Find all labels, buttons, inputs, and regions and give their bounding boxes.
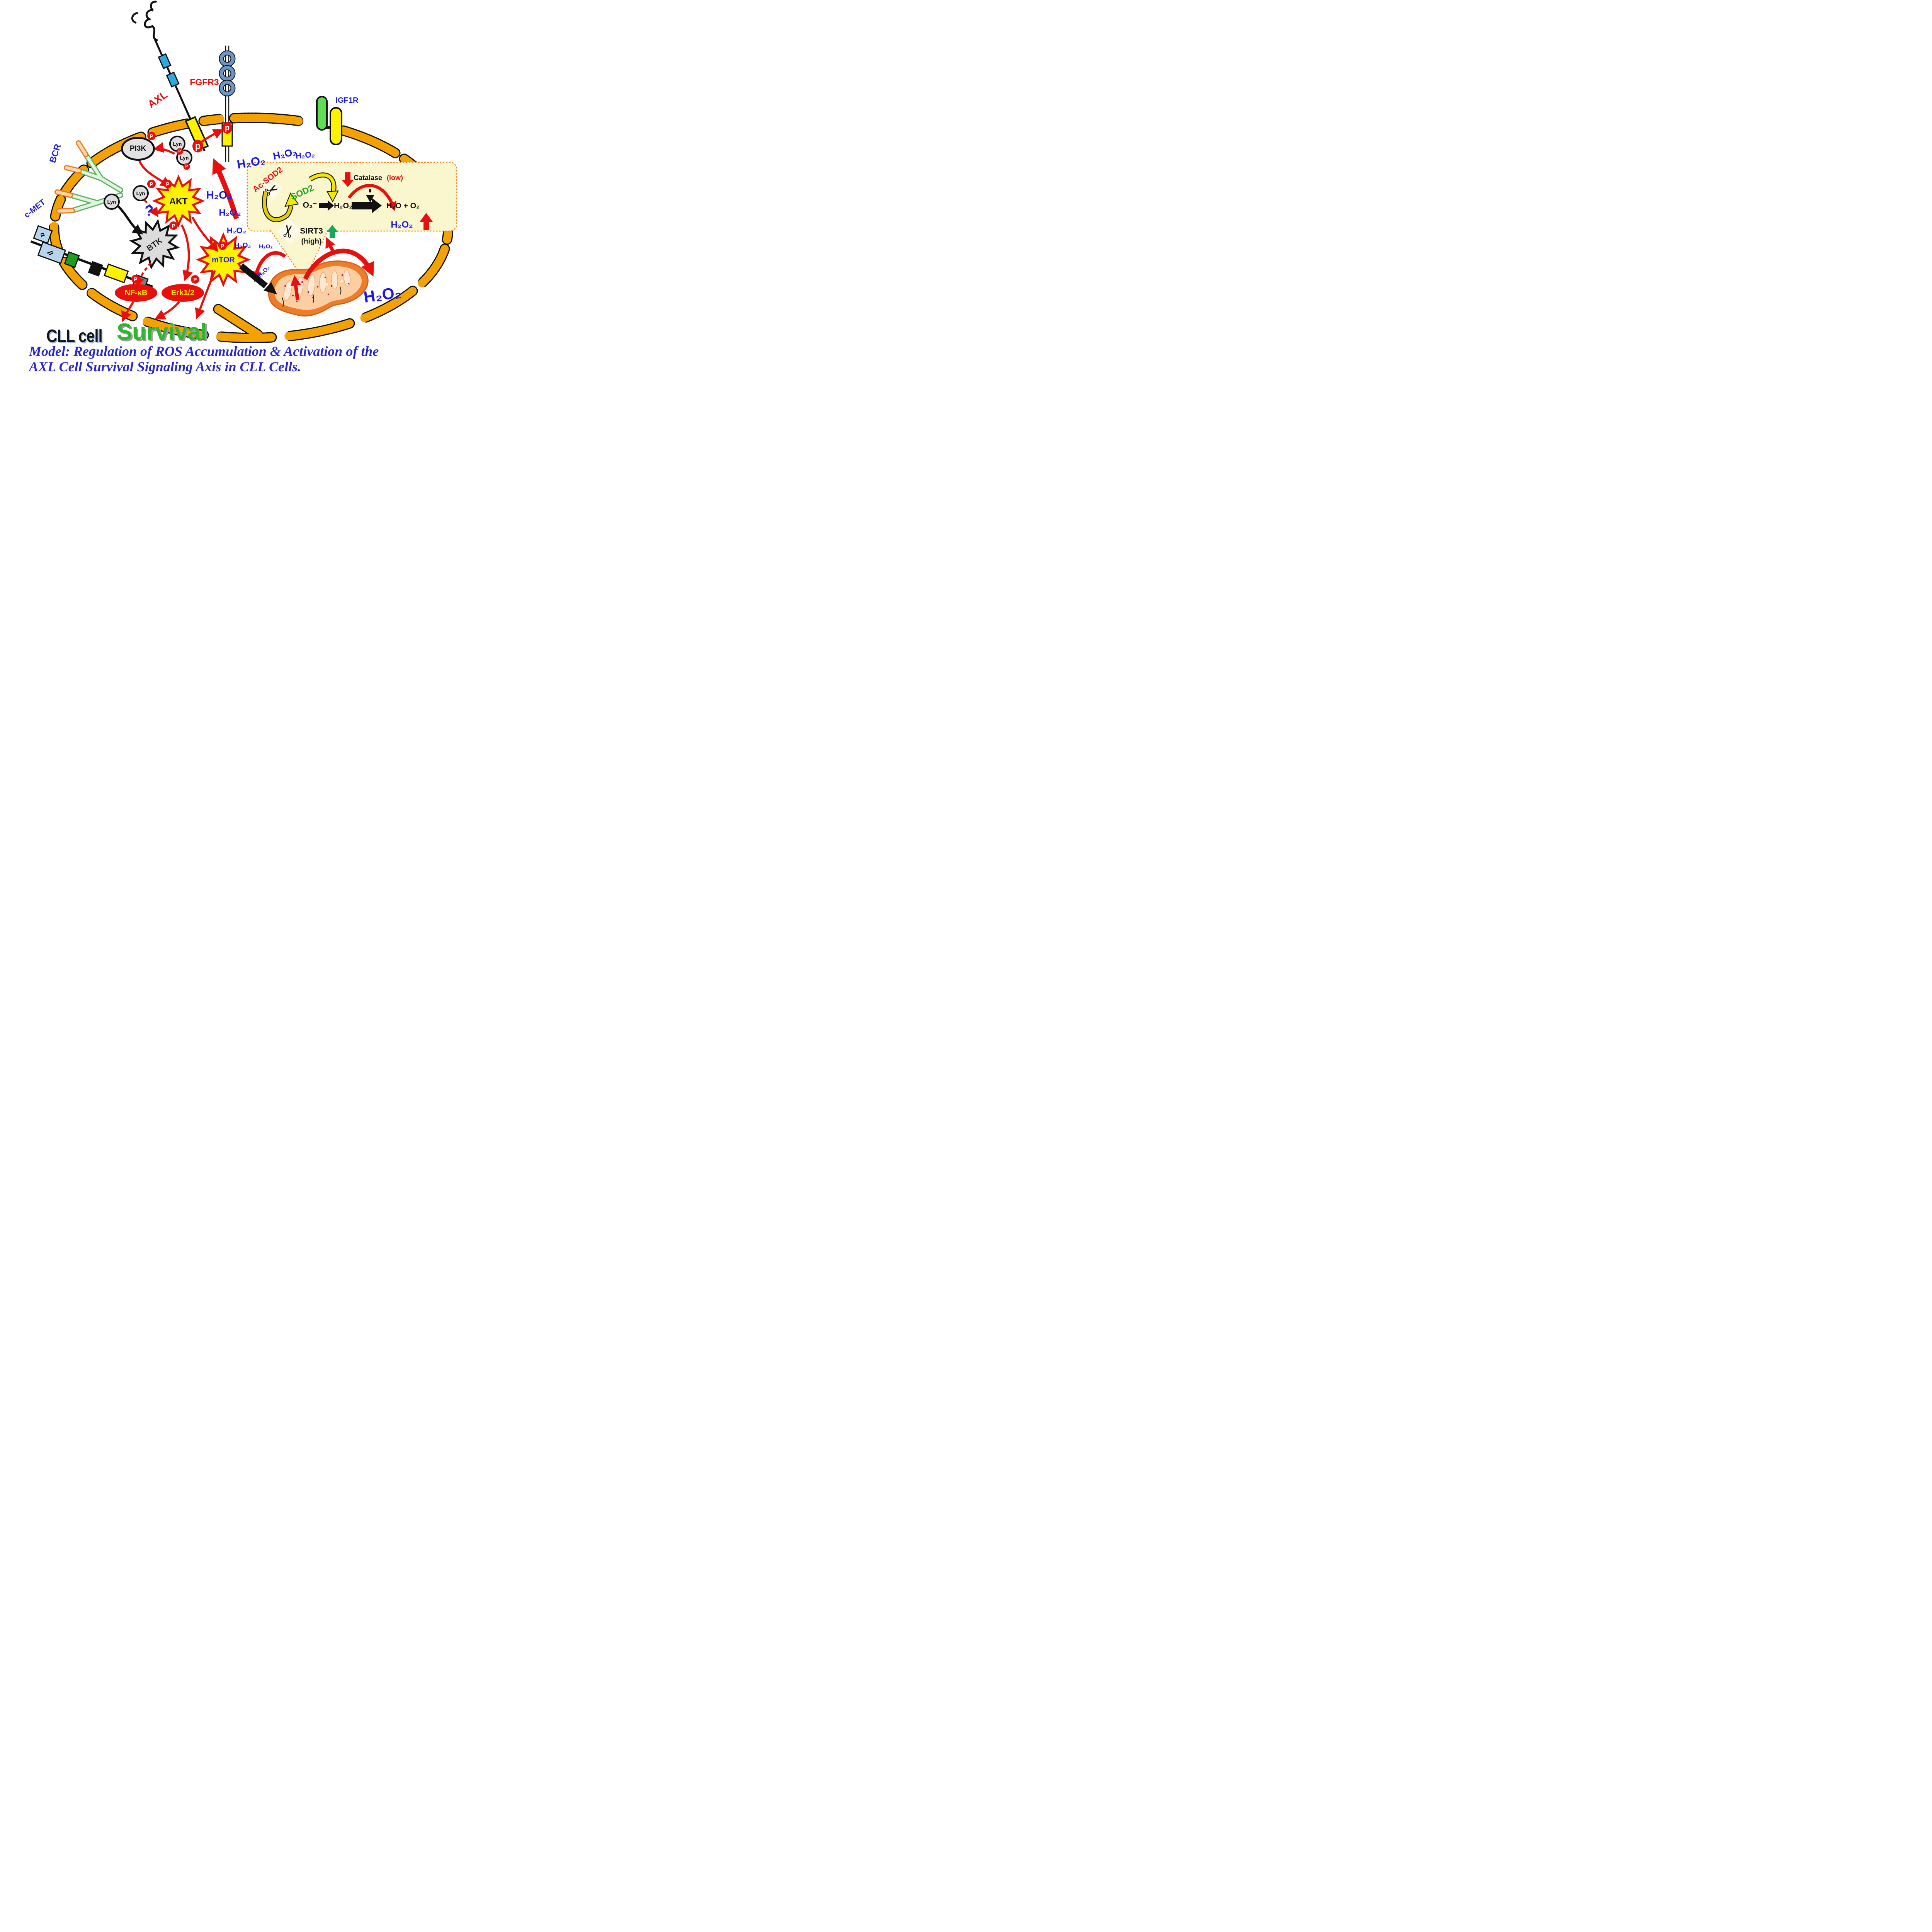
- phospho-badge-axl: p: [192, 139, 203, 153]
- h2o2-label: H₂O₂: [219, 207, 241, 218]
- mtor-to-mito-arrow: [239, 263, 277, 294]
- receptor-igf1r: [316, 96, 342, 145]
- node-lyn-3: Lyn: [133, 185, 149, 201]
- h2o2-label: H₂O₂: [226, 226, 247, 235]
- label-catalase: Catalase: [353, 174, 383, 182]
- label-pi3k: PI3K: [129, 145, 146, 153]
- node-erk: Erk1/2: [162, 284, 204, 302]
- phospho-badge-mtor: P: [218, 242, 227, 250]
- label-igf1r: IGF1R: [335, 96, 359, 105]
- label-superoxide: O₂⁻: [303, 201, 317, 210]
- receptor-bcr: [54, 140, 123, 214]
- label-mtor: mTOR: [212, 256, 235, 264]
- phospho-badge-nfkb: P: [131, 275, 140, 283]
- caption-line2: AXL Cell Survival Signaling Axis in CLL …: [29, 359, 301, 374]
- label-cll-cell: CLL cell: [46, 326, 102, 346]
- label-nfkb: NF-κB: [124, 288, 148, 297]
- label-question: ?: [145, 203, 154, 219]
- phospho-badge-btk: P: [169, 221, 178, 230]
- label-lyn: Lyn: [173, 141, 182, 147]
- node-pi3k: PI3K: [121, 137, 155, 161]
- h2o2-label: H₂O₂: [234, 242, 251, 249]
- pathway-diagram: AXL FGFR3 IGF1R BCR c-MET α β PI3K Lyn L…: [0, 0, 493, 638]
- label-lyn: Lyn: [180, 155, 189, 161]
- node-nfkb: NF-κB: [115, 284, 157, 302]
- node-lyn-4: Lyn: [104, 194, 120, 210]
- label-water-oxygen: H₂O + O₂: [386, 202, 420, 210]
- receptor-fgfr3: [219, 46, 236, 162]
- label-survival: Survival: [117, 319, 207, 345]
- h2o2-label-box: H₂O₂: [391, 219, 413, 230]
- caption-line1: Model: Regulation of ROS Accumulation & …: [29, 344, 379, 359]
- label-catalase-low: (low): [387, 174, 403, 182]
- label-lyn: Lyn: [136, 190, 145, 196]
- h2o2-escape-arch: [347, 184, 396, 211]
- sirt3-up-arrow-icon: [327, 225, 338, 238]
- redox-panel: [247, 162, 457, 281]
- label-erk: Erk1/2: [171, 288, 195, 297]
- label-sirt3: SIRT3: [300, 226, 323, 236]
- h2o2-label: H₂O₂: [295, 150, 315, 161]
- phospho-badge-lyn2a: P: [176, 148, 183, 155]
- diagram-art: [30, 0, 457, 344]
- phospho-badge-lyn2b: P: [183, 163, 190, 170]
- cell-membrane: [49, 112, 454, 344]
- h2o2-up-arrow-icon: [420, 213, 433, 230]
- h2o2-label: H₂O₂: [206, 189, 232, 201]
- phospho-badge-akt: P: [163, 180, 172, 188]
- label-h2o2-box: H₂O₂: [334, 202, 352, 210]
- label-lyn: Lyn: [107, 199, 116, 205]
- sod2-cycle-arrows: [262, 172, 339, 222]
- label-fgfr3: FGFR3: [190, 77, 219, 87]
- phospho-badge-erk: P: [191, 275, 199, 284]
- signaling-arrows: [117, 129, 374, 322]
- label-sirt3-high: (high): [301, 237, 322, 246]
- catalase-down-arrow-icon: [342, 172, 354, 187]
- h2o2-label: H₂O₂: [259, 243, 273, 250]
- reaction-arrows: [319, 198, 382, 213]
- phospho-badge-fgfr3: p: [222, 122, 232, 134]
- label-akt: AKT: [169, 196, 188, 206]
- mitochondrion: [268, 260, 369, 317]
- phospho-badge-pi3k: P: [147, 132, 156, 140]
- phospho-badge-lyn3: P: [147, 180, 156, 188]
